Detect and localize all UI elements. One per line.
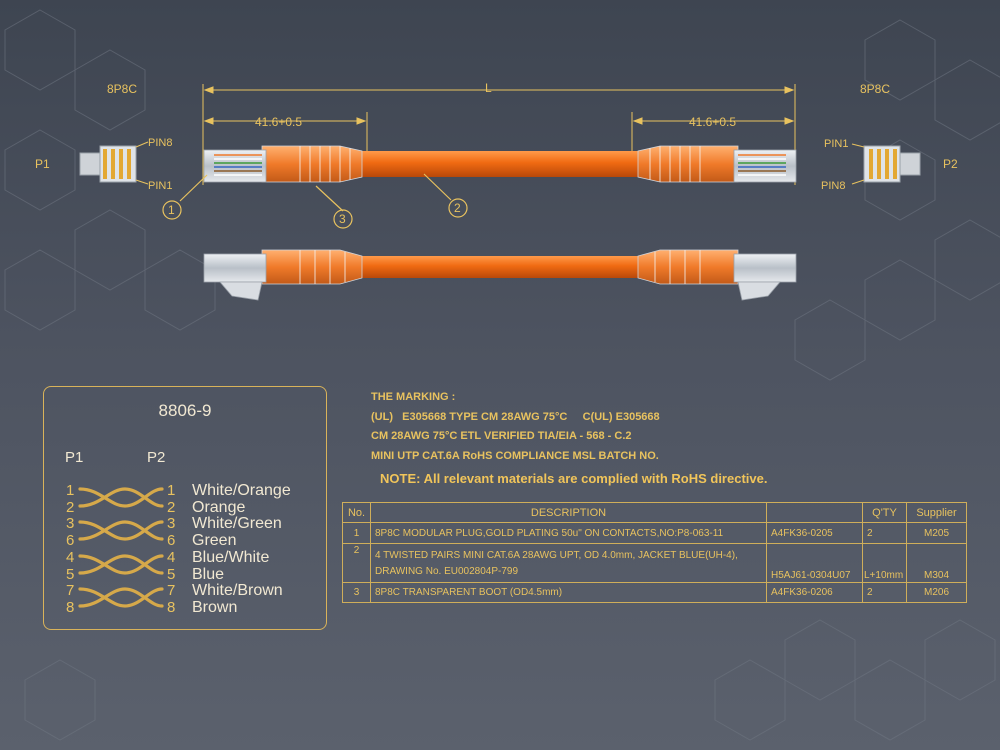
- dimension-left: 41.6+0.5: [255, 115, 303, 129]
- marking-line: MINI UTP CAT.6A RoHS COMPLIANCE MSL BATC…: [371, 449, 659, 462]
- wire-color: Orange: [192, 498, 246, 516]
- wiring-pin: 5: [66, 565, 75, 583]
- wire-color: Green: [192, 532, 237, 550]
- rohs-note: NOTE: All relevant materials are complie…: [380, 471, 768, 486]
- bom-header-description: DESCRIPTION: [370, 502, 767, 523]
- bom-description-line: 4 TWISTED PAIRS MINI CAT.6A 28AWG UPT, O…: [375, 549, 738, 561]
- end-label-p1: P1: [35, 157, 50, 171]
- bom-description: 8P8C MODULAR PLUG,GOLD PLATING 50u" ON C…: [370, 522, 767, 544]
- wiring-pins-p1: 1 2 3 6 4 5 7 8: [66, 482, 75, 617]
- table-row: 2 4 TWISTED PAIRS MINI CAT.6A 28AWG UPT,…: [342, 543, 967, 583]
- bom-qty: 2: [862, 522, 907, 544]
- bom-table: No. DESCRIPTION Q'TY Supplier 1 8P8C MOD…: [342, 502, 967, 603]
- bom-header-row: No. DESCRIPTION Q'TY Supplier: [342, 502, 967, 523]
- length-dimension: [202, 84, 796, 185]
- wiring-pin: 7: [167, 582, 176, 600]
- wiring-pin: 5: [167, 565, 176, 583]
- bom-no: 3: [342, 582, 371, 603]
- bom-description: 8P8C TRANSPARENT BOOT (OD4.5mm): [370, 582, 767, 603]
- wiring-pin: 2: [66, 498, 75, 516]
- bom-header-qty: Q'TY: [862, 502, 907, 523]
- bom-description-line: DRAWING No. EU002804P-799: [375, 565, 519, 577]
- marking-block: THE MARKING : (UL) E305668 TYPE CM 28AWG…: [371, 388, 660, 466]
- hexagon-pattern: [4, 9, 1000, 741]
- pin8-label-right: PIN8: [821, 180, 846, 192]
- wiring-pins-p2: 1 2 3 6 4 5 7 8: [167, 482, 176, 617]
- wiring-pin: 6: [167, 532, 176, 550]
- cable-assembly-side: [203, 249, 797, 301]
- table-row: 3 8P8C TRANSPARENT BOOT (OD4.5mm) A4FK36…: [342, 582, 967, 603]
- wiring-header-p1: P1: [65, 449, 84, 466]
- callout-markers: [162, 173, 468, 229]
- marking-line: CM 28AWG 75°C ETL VERIFIED TIA/EIA - 568…: [371, 430, 632, 442]
- bom-part-number: H5AJ61-0304U07: [766, 543, 863, 583]
- wiring-pin: 2: [167, 498, 176, 516]
- wiring-pin: 3: [167, 515, 176, 533]
- wiring-pin: 1: [167, 482, 176, 499]
- wire-color: Blue: [192, 565, 225, 583]
- bom-supplier: M206: [906, 582, 967, 603]
- wire-color: White/Orange: [192, 482, 291, 499]
- wiring-pin: 3: [66, 515, 75, 533]
- wiring-pin: 4: [167, 548, 176, 566]
- twisted-pair-symbols: [78, 487, 164, 608]
- marking-heading: THE MARKING :: [371, 391, 456, 403]
- bom-no: 1: [342, 522, 371, 544]
- wiring-colors: White/Orange Orange White/Green Green Bl…: [192, 482, 291, 617]
- wire-color: Brown: [192, 598, 238, 616]
- wiring-pin: 1: [66, 482, 75, 499]
- wiring-diagram-box: 8806-9 P1 P2 1 2 3 6 4 5 7 8 1 2 3 6 4 5…: [43, 386, 327, 630]
- table-row: 1 8P8C MODULAR PLUG,GOLD PLATING 50u" ON…: [342, 522, 967, 544]
- callout-1: 1: [168, 203, 175, 217]
- callout-3: 3: [339, 212, 346, 226]
- pin1-label-right: PIN1: [824, 138, 849, 150]
- pin8-label-left: PIN8: [148, 137, 173, 149]
- end-label-p2: P2: [943, 157, 958, 171]
- wiring-header-p2: P2: [147, 449, 166, 466]
- bom-header-part: [766, 502, 863, 523]
- wiring-pin: 8: [167, 598, 176, 616]
- bom-supplier: M205: [906, 522, 967, 544]
- dimension-right: 41.6+0.5: [689, 115, 737, 129]
- bom-no: 2: [342, 543, 371, 583]
- cable-assembly-top: [203, 145, 797, 183]
- callout-2: 2: [454, 201, 461, 215]
- length-label: L: [485, 81, 492, 95]
- bom-part-number: A4FK36-0206: [766, 582, 863, 603]
- pin1-label-left: PIN1: [148, 180, 173, 192]
- wiring-pin: 7: [66, 582, 75, 600]
- wiring-pin: 8: [66, 598, 75, 616]
- bom-qty: L+10mm: [862, 543, 907, 583]
- wire-color: White/Brown: [192, 582, 283, 600]
- bom-header-no: No.: [342, 502, 371, 523]
- bom-supplier: M304: [906, 543, 967, 583]
- bom-description: 4 TWISTED PAIRS MINI CAT.6A 28AWG UPT, O…: [370, 543, 767, 583]
- bom-part-number: A4FK36-0205: [766, 522, 863, 544]
- connector-type-left: 8P8C: [107, 82, 138, 96]
- bom-header-supplier: Supplier: [906, 502, 967, 523]
- wire-color: White/Green: [192, 515, 282, 533]
- wire-color: Blue/White: [192, 548, 270, 566]
- wiring-pin: 4: [66, 548, 75, 566]
- connector-type-right: 8P8C: [860, 82, 891, 96]
- wiring-pin: 6: [66, 532, 75, 550]
- bom-qty: 2: [862, 582, 907, 603]
- connector-end-view-right: [863, 145, 921, 183]
- connector-end-view-left: [79, 145, 137, 183]
- marking-line: (UL) E305668 TYPE CM 28AWG 75°C C(UL) E3…: [371, 410, 660, 423]
- wiring-title: 8806-9: [158, 401, 212, 420]
